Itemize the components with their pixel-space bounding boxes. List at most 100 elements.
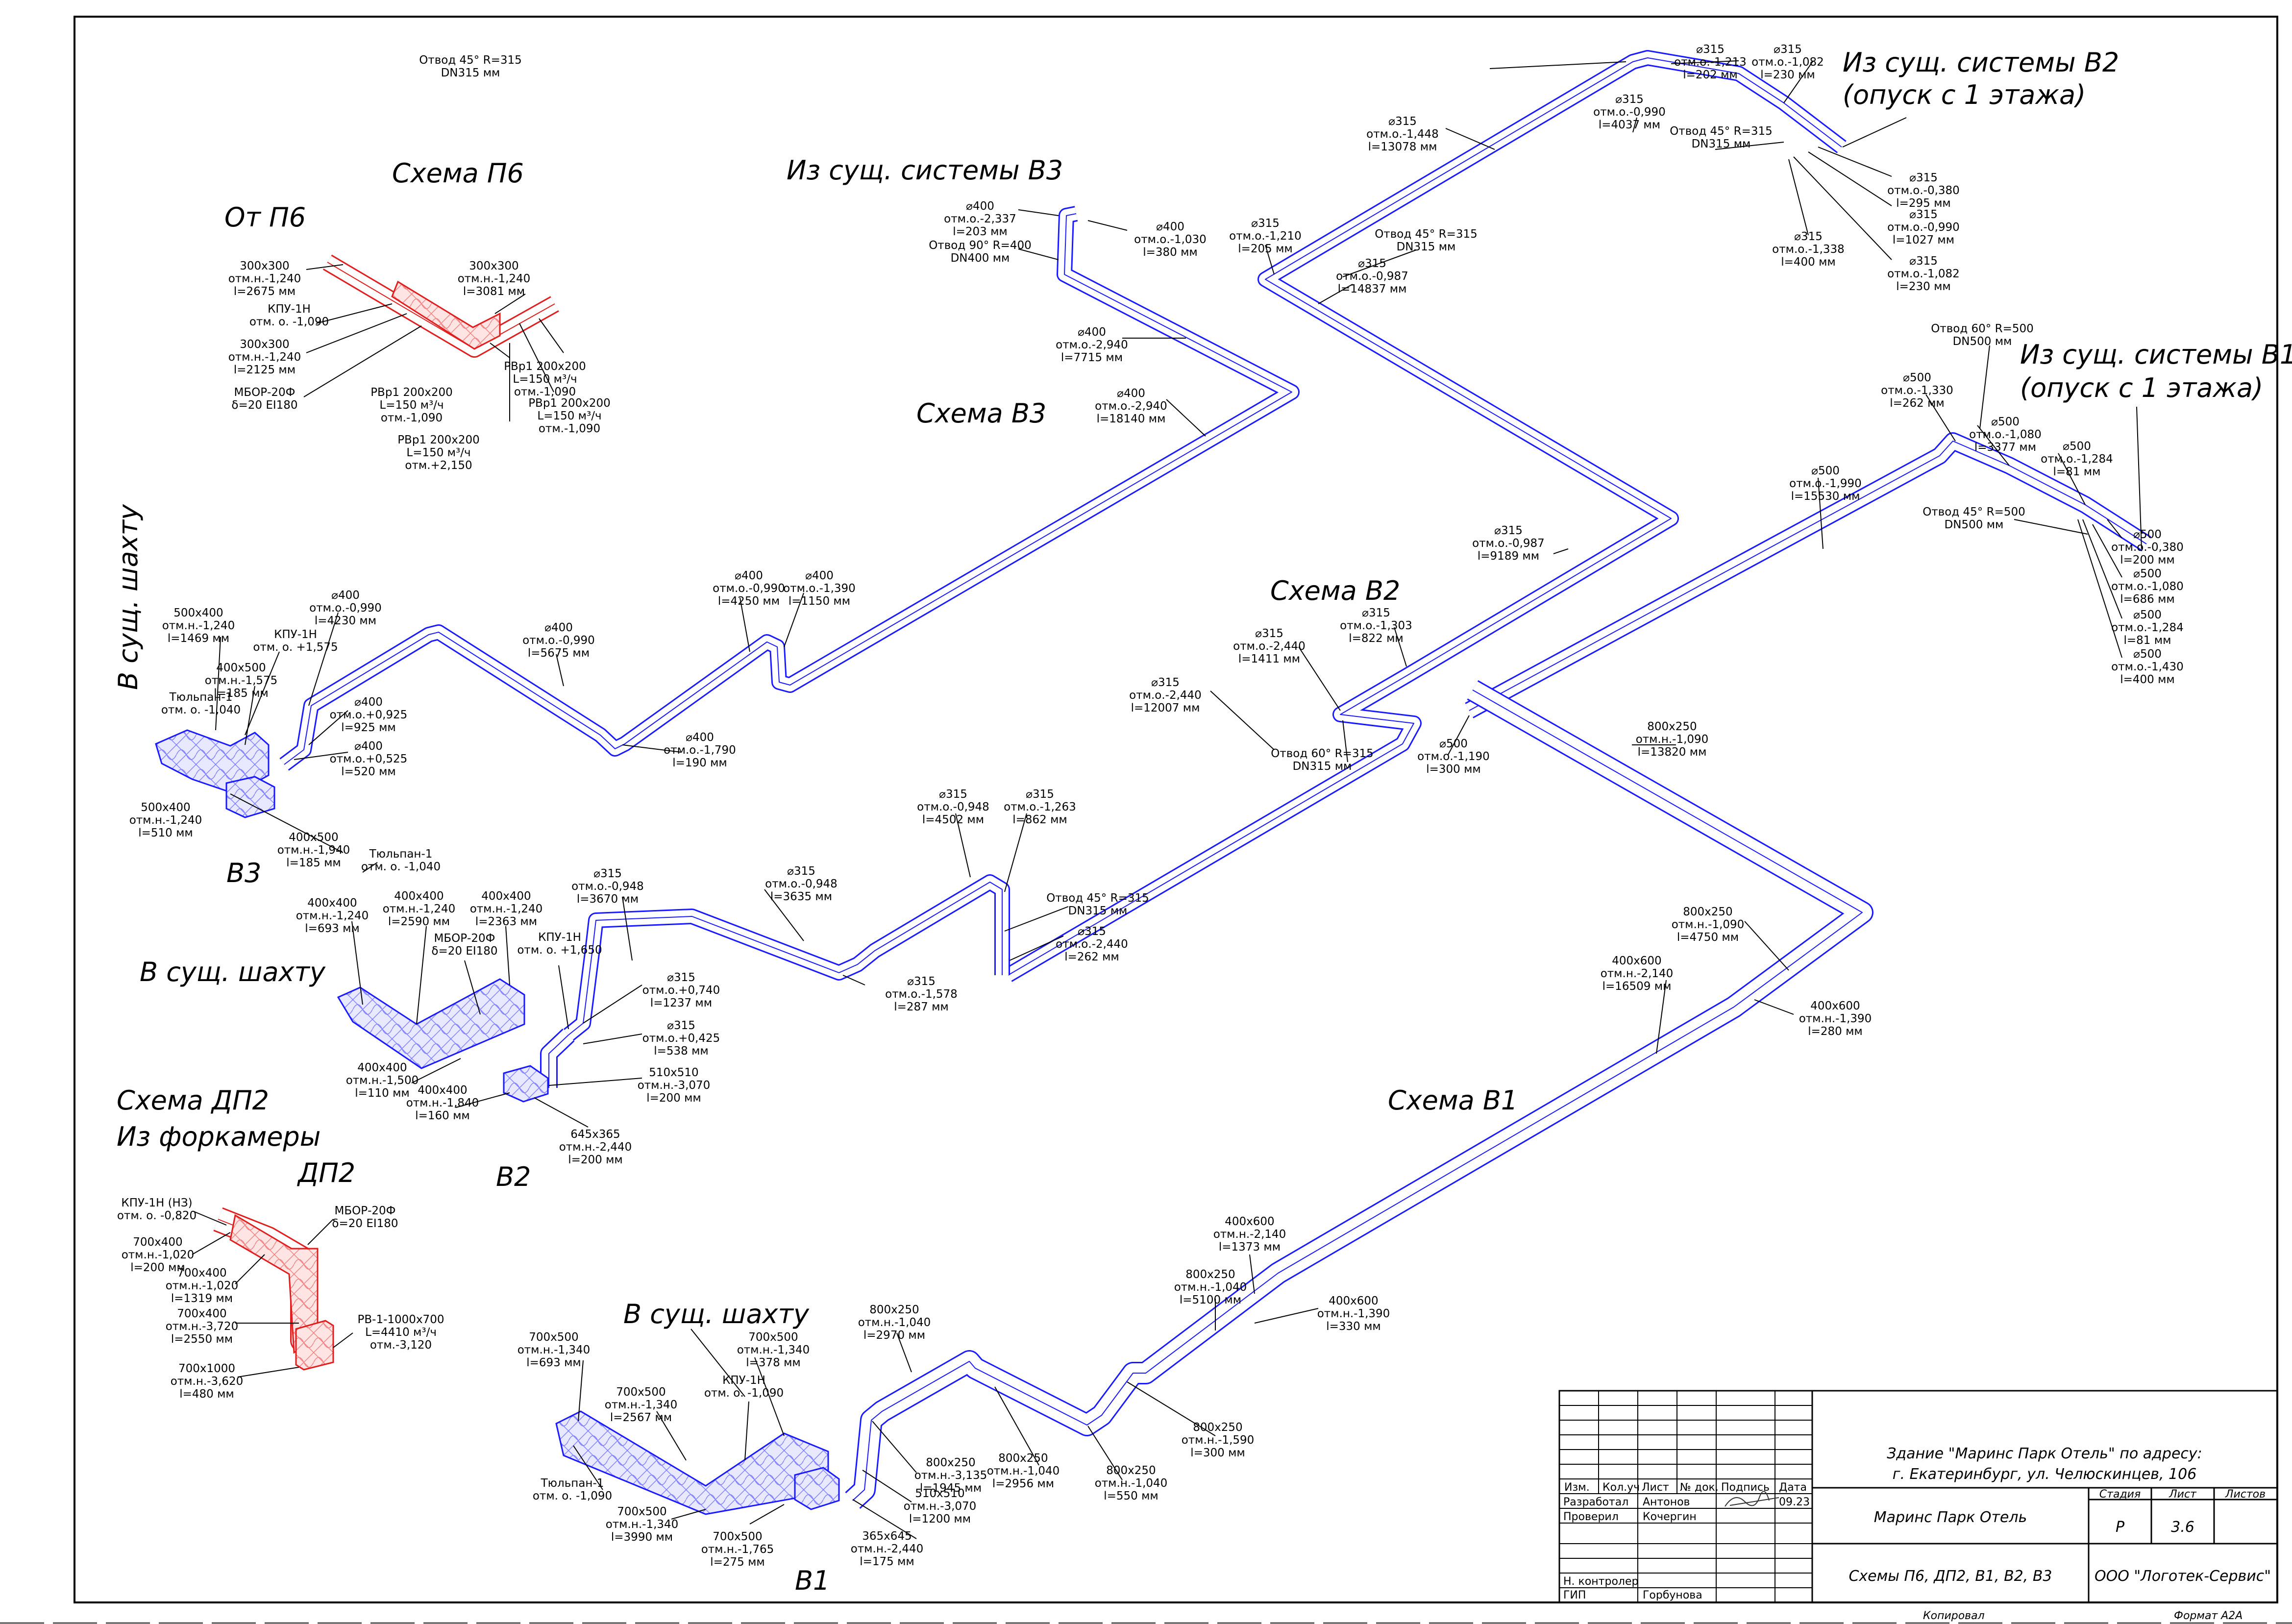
- label-101-line-2: l=550 мм: [1104, 1490, 1158, 1502]
- label-16-line-0: ⌀400: [1078, 326, 1106, 339]
- tb-h-sign: Подпись: [1721, 1481, 1770, 1494]
- leader-31: [316, 303, 393, 324]
- leader-79: [193, 1211, 227, 1226]
- leader-77: [1656, 980, 1667, 1054]
- leader-61: [464, 960, 481, 1015]
- label-4-line-2: l=4037 мм: [1599, 119, 1660, 131]
- label-51-line-2: l=510 мм: [138, 827, 193, 839]
- title-v1-from-1: Из сущ. системы В1: [2020, 339, 2292, 370]
- label-56-line-0: 400x500: [289, 831, 338, 844]
- label-49-line-1: отм.о.+0,525: [330, 753, 408, 765]
- label-93-line-0: 700x500: [616, 1386, 665, 1399]
- leader-73: [411, 1058, 461, 1083]
- label-19-line-1: отм.о.-1,330: [1881, 384, 1953, 397]
- label-10-line-0: ⌀315: [1251, 217, 1280, 230]
- label-92-line-1: отм. о. -1,090: [704, 1387, 784, 1400]
- label-6-line-2: l=295 мм: [1896, 197, 1951, 210]
- label-4-line-0: ⌀315: [1615, 93, 1644, 106]
- label-15-line-0: ⌀400: [1156, 221, 1184, 233]
- label-84-line-0: МБОР-20Ф: [335, 1205, 396, 1217]
- label-57-line-0: Тюльпан-1: [369, 848, 433, 861]
- label-45-line-0: КПУ-1Н: [274, 628, 317, 641]
- label-45-line-1: отм. о. +1,575: [253, 641, 338, 654]
- label-76-line-1: отм.н.-1,090: [1672, 918, 1745, 931]
- leader-14: [1018, 248, 1059, 260]
- label-53-line-0: ⌀400: [735, 569, 763, 582]
- leader-49: [308, 612, 339, 706]
- label-22-line-0: ⌀500: [1811, 465, 1840, 477]
- label-86-line-0: 400x600: [1225, 1215, 1274, 1228]
- label-62-line-0: КПУ-1Н: [538, 931, 581, 944]
- label-66-line-0: ⌀315: [1026, 788, 1054, 801]
- label-66-line-2: l=862 мм: [1012, 813, 1067, 826]
- label-102-line-1: отм.н.-1,590: [1182, 1434, 1255, 1447]
- leader-32: [306, 313, 407, 353]
- leader-57: [362, 862, 378, 873]
- leader-11: [1342, 249, 1417, 277]
- label-43-line-2: l=13820 мм: [1638, 746, 1707, 759]
- leader-35: [490, 343, 510, 358]
- leader-lines: [192, 60, 2142, 1539]
- v1-upper-axis: [1469, 441, 2147, 711]
- label-94-line-0: Тюльпан-1: [541, 1477, 604, 1490]
- label-72-line-2: l=200 мм: [646, 1092, 701, 1105]
- footer-copied: Копировал: [1923, 1610, 1985, 1622]
- leader-46: [215, 637, 221, 731]
- leader-13: [1018, 209, 1059, 216]
- label-99-line-2: l=175 мм: [860, 1555, 914, 1568]
- label-31-line-0: МБОР-20Ф: [234, 386, 296, 399]
- label-47-line-0: ⌀400: [331, 589, 360, 602]
- label-81-line-1: отм.н.-1,020: [166, 1280, 239, 1292]
- leader-70: [583, 1033, 642, 1044]
- label-77-line-2: l=16509 мм: [1602, 980, 1672, 993]
- label-75-line-0: 645x365: [570, 1128, 620, 1141]
- label-94-line-1: отм. о. -1,090: [533, 1490, 612, 1502]
- leader-83: [237, 1367, 299, 1378]
- label-36-line-1: L=150 м³/ч: [406, 446, 470, 459]
- label-63-line-0: ⌀315: [593, 867, 622, 880]
- label-65-line-1: отм.о.-0,948: [917, 801, 989, 813]
- tb-company: ООО "Логотек-Сервис": [2095, 1568, 2271, 1585]
- label-31-line-1: δ=20 EI180: [231, 399, 297, 412]
- label-97-line-2: l=1945 мм: [920, 1482, 982, 1495]
- leader-30: [306, 264, 344, 270]
- leader-26: [2082, 519, 2122, 619]
- leader-102: [1127, 1381, 1216, 1436]
- label-4-line-1: отм.о.-0,990: [1593, 106, 1666, 119]
- tb-name-0: Антонов: [1643, 1496, 1690, 1508]
- label-89-line-0: 800x250: [869, 1304, 919, 1316]
- leader-72: [548, 1078, 642, 1086]
- label-84-line-1: δ=20 EI180: [332, 1217, 398, 1230]
- leader-76: [1744, 921, 1789, 971]
- label-20-line-2: l=3377 мм: [1974, 441, 2036, 454]
- leader-39: [1553, 548, 1569, 554]
- label-32-line-2: l=3081 мм: [463, 285, 525, 298]
- label-21-line-2: l=81 мм: [2053, 466, 2101, 478]
- tb-sheets-h: Листов: [2225, 1488, 2266, 1501]
- tb-name-3: Горбунова: [1643, 1589, 1702, 1601]
- tb-h-doc: № док.: [1680, 1481, 1719, 1494]
- label-18-line-1: DN500 мм: [1953, 335, 2012, 348]
- leader-0: [1489, 61, 1627, 69]
- label-88-line-2: l=330 мм: [1326, 1320, 1381, 1333]
- label-10-line-1: отм.о.-1,210: [1229, 230, 1302, 243]
- label-55-line-1: отм.о.-1,790: [664, 744, 736, 757]
